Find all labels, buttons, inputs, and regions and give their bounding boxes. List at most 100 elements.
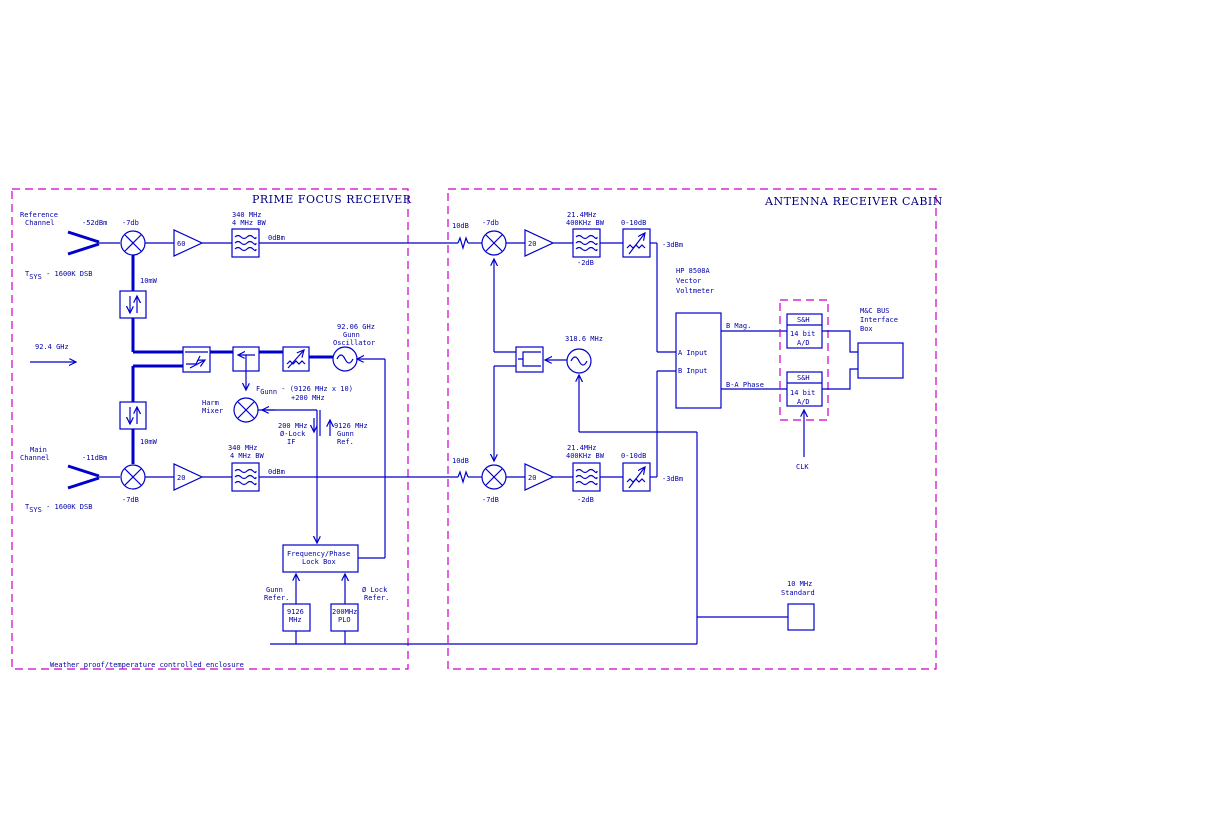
lock-if-label: 200 MHz [278, 422, 308, 430]
adc-top-bits: 14 bit [790, 330, 815, 338]
lo-power-top: 10mW [140, 277, 158, 285]
reference-amplifier-icon [173, 229, 204, 257]
mc-bus-interface-box [857, 342, 904, 379]
gunn-refer-label-2: Refer. [264, 594, 289, 602]
cabin-bottom-amplifier-icon [524, 463, 555, 491]
standard-label-2: Standard [781, 589, 815, 597]
gunn-formula: FGunn - (9126 MHz x 10) [256, 385, 353, 396]
sh-bottom: S&H [797, 374, 810, 382]
lock-if-label-2: Ø-Lock [280, 430, 306, 438]
reference-mixer-icon [120, 230, 146, 256]
vvm-b-mag: B Mag. [726, 322, 751, 330]
cabin-top-amplifier-icon [524, 229, 555, 257]
plo-200-box: 200MHz PLO [330, 603, 359, 632]
reference-amp-gain: 60 [177, 240, 185, 248]
main-horn-icon [67, 464, 120, 490]
main-level: -11dBm [82, 454, 107, 462]
cabin-top-filter-bw: 400KHz BW [566, 219, 605, 227]
main-amplifier-icon [173, 463, 204, 491]
cabin-bottom-var-atten-icon [622, 462, 651, 492]
cabin-top-filter-loss: -2dB [577, 259, 594, 267]
lo-power-bottom: 10mW [140, 438, 158, 446]
cabin-top-out-level: -3dBm [662, 241, 683, 249]
lock-box: Frequency/Phase Lock Box [282, 544, 359, 573]
gunn-label: Gunn [343, 331, 360, 339]
vector-voltmeter-box: A Input B Input [675, 312, 722, 409]
main-out-level: 0dBm [268, 468, 285, 476]
cabin-bottom-out-level: -3dBm [662, 475, 683, 483]
gunn-formula-2: +200 MHz [291, 394, 325, 402]
main-amp-gain: 20 [177, 474, 185, 482]
cabin-lo-oscillator-icon [566, 348, 592, 374]
main-tsys: TSYS - 1600K DSB [25, 503, 92, 514]
phase-refer-label-2: Refer. [364, 594, 389, 602]
adc-bottom-ad: A/D [797, 398, 810, 406]
gunn-oscillator-icon [332, 346, 358, 372]
reference-filter-icon [231, 228, 260, 258]
isolator-bottom-icon [119, 401, 147, 430]
cabin-bottom-var-atten: 0-10dB [621, 452, 646, 460]
sh-top: S&H [797, 316, 810, 324]
prime-focus-title: PRIME FOCUS RECEIVER [252, 193, 412, 206]
cabin-bottom-atten-icon [457, 470, 469, 485]
cabin-bottom-amp-gain: 20 [528, 474, 536, 482]
cabin-splitter-icon [515, 346, 544, 373]
vvm-label-3: Voltmeter [676, 287, 714, 295]
main-filter-bw: 4 MHz BW [230, 452, 265, 460]
gunn-oscillator-label: Oscillator [333, 339, 375, 347]
cabin-top-filter-icon [572, 228, 601, 258]
cabin-bottom-atten: 10dB [452, 457, 469, 465]
src1-label: 9126 [287, 608, 304, 616]
vvm-ba-phase: B-A Phase [726, 381, 764, 389]
harm-mixer-label-2: Mixer [202, 407, 223, 415]
reference-filter-freq: 340 MHz [232, 211, 262, 219]
cabin-top-filter-freq: 21.4MHz [567, 211, 597, 219]
adc-top-ad: A/D [797, 339, 810, 347]
standard-10mhz-box [787, 603, 815, 631]
cabin-bottom-mixer-icon [481, 464, 507, 490]
source-9126-box: 9126 MHz [282, 603, 311, 632]
gunn-refer-label: Gunn [266, 586, 283, 594]
main-filter-icon [231, 462, 260, 492]
lock-if-label-3: IF [287, 438, 295, 446]
adc-top-box: S&H 14 bit A/D [786, 313, 823, 349]
src1-label-2: MHz [289, 616, 302, 624]
reference-tsys: TSYS - 1600K DSB [25, 270, 92, 281]
vvm-a-input: A Input [678, 349, 708, 357]
reference-horn-icon [67, 230, 120, 256]
gunn-ref-label-2: Gunn [337, 430, 354, 438]
lo-attenuator-icon [282, 346, 310, 372]
main-channel-label-2: Channel [20, 454, 50, 462]
cabin-top-mixer-icon [481, 230, 507, 256]
mc-bus-label-2: Interface [860, 316, 898, 324]
lo-coupler-icon [182, 346, 211, 373]
mc-bus-label-3: Box [860, 325, 873, 333]
cabin-top-var-atten-icon [622, 228, 651, 258]
vvm-label-2: Vector [676, 277, 701, 285]
harmonic-mixer-icon [233, 397, 259, 423]
enclosure-note: Weather proof/temperature controlled enc… [50, 661, 244, 669]
lock-box-label: Frequency/Phase [287, 550, 350, 558]
cabin-top-mixer-loss: -7db [482, 219, 499, 227]
main-filter-freq: 340 MHz [228, 444, 258, 452]
lock-box-label-2: Lock Box [302, 558, 336, 566]
cabin-top-amp-gain: 20 [528, 240, 536, 248]
gunn-freq: 92.06 GHz [337, 323, 375, 331]
gunn-ref-label-3: Ref. [337, 438, 354, 446]
reference-level: -52dBm [82, 219, 107, 227]
cabin-bottom-filter-freq: 21.4MHz [567, 444, 597, 452]
cabin-bottom-mixer-loss: -7dB [482, 496, 499, 504]
harm-mixer-label: Harm [202, 399, 219, 407]
mc-bus-label: M&C BUS [860, 307, 890, 315]
cabin-top-atten-icon [457, 236, 469, 251]
cabin-bottom-filter-loss: -2dB [577, 496, 594, 504]
vvm-b-input: B Input [678, 367, 708, 375]
prime-focus-enclosure [11, 188, 409, 670]
main-mixer-loss: -7dB [122, 496, 139, 504]
adc-group [779, 299, 829, 421]
main-mixer-icon [120, 464, 146, 490]
antenna-cabin-title: ANTENNA RECEIVER CABIN [764, 195, 943, 208]
reference-channel-label: Reference [20, 211, 58, 219]
vvm-label: HP 8508A [676, 267, 711, 275]
